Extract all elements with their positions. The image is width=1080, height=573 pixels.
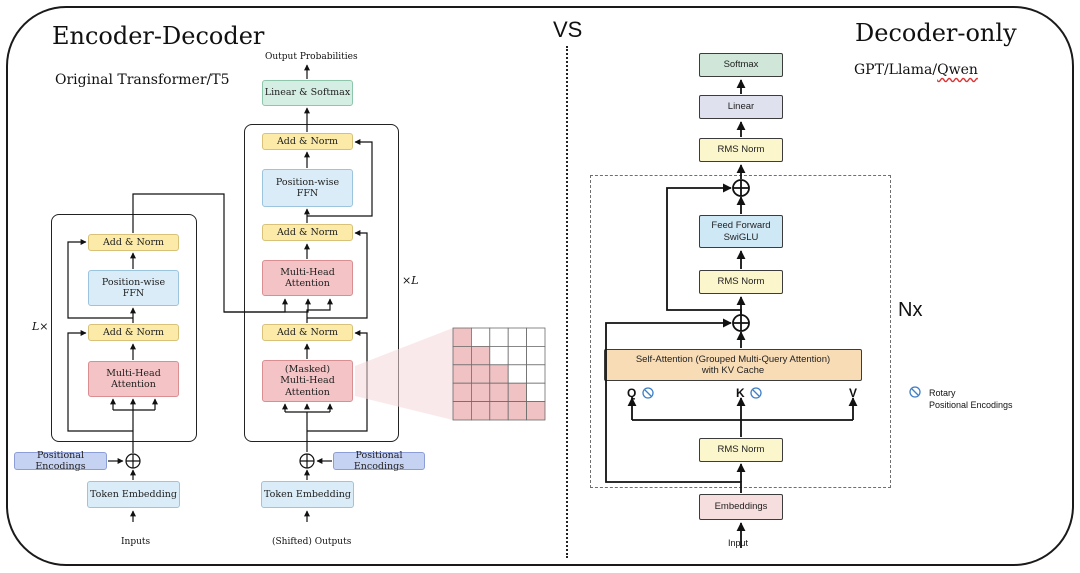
decoder-residual-2 xyxy=(307,230,368,319)
mask-cell-empty xyxy=(526,345,546,366)
right-panel-frame xyxy=(560,6,1074,566)
decoder-stack xyxy=(244,124,399,442)
left-title: Encoder-Decoder xyxy=(52,22,265,50)
self-attention-box: Self-Attention (Grouped Multi-Query Atte… xyxy=(604,349,862,381)
right-subtitle-models: GPT/Llama/ xyxy=(854,62,938,78)
mask-cell-filled xyxy=(470,364,491,384)
encoder-ffn: Position-wise FFN xyxy=(88,270,179,306)
encoder-stack xyxy=(51,214,197,442)
mask-cell-filled xyxy=(470,382,491,403)
mask-cell-empty xyxy=(489,327,509,347)
mask-cell-empty xyxy=(526,382,546,403)
mask-cell-filled xyxy=(489,382,509,403)
decoder-cross-attention: Multi-Head Attention xyxy=(262,260,353,296)
decoder-masked-attention: (Masked) Multi-Head Attention xyxy=(262,360,353,402)
decoder-outputs-label: (Shifted) Outputs xyxy=(272,537,352,547)
encoder-add-norm-top: Add & Norm xyxy=(88,234,179,251)
mask-cell-empty xyxy=(507,327,528,347)
decoder-token-embedding: Token Embedding xyxy=(261,481,354,508)
right-subtitle-qwen: Qwen xyxy=(937,62,978,78)
decoder-add-norm-1: Add & Norm xyxy=(262,133,353,150)
v-label: V xyxy=(849,386,858,400)
attn-residual-line xyxy=(605,318,742,493)
decoder-repeat-label: ×L xyxy=(402,274,419,287)
left-subtitle: Original Transformer/T5 xyxy=(55,72,230,88)
mask-cell-filled xyxy=(489,401,509,421)
decoder-qkv-split xyxy=(284,405,331,431)
right-title: Decoder-only xyxy=(855,19,1017,47)
mask-cell-filled xyxy=(452,401,472,421)
qkv-split-line xyxy=(632,419,853,437)
encoder-positional-encodings: Positional Encodings xyxy=(14,450,107,472)
encoder-residual-2 xyxy=(67,239,133,319)
ffn-residual-line xyxy=(666,183,742,316)
embeddings-box: Embeddings xyxy=(699,494,783,520)
mask-cell-empty xyxy=(526,364,546,384)
mask-cell-empty xyxy=(507,364,528,384)
encoder-add-norm-bottom: Add & Norm xyxy=(88,324,179,341)
mask-cell-filled xyxy=(452,327,472,347)
mask-cell-empty xyxy=(470,327,491,347)
output-probabilities-label: Output Probabilities xyxy=(265,52,358,62)
rotary-icon xyxy=(642,387,654,399)
mask-cell-empty xyxy=(507,345,528,366)
softmax-box: Softmax xyxy=(699,53,783,77)
right-subtitle: GPT/Llama/Qwen xyxy=(854,62,978,78)
encoder-repeat-label: L× xyxy=(32,320,49,333)
encoder-to-decoder-line xyxy=(132,193,311,313)
plus-circle-icon xyxy=(732,179,750,197)
mask-cell-filled xyxy=(507,401,528,421)
mask-spotlight xyxy=(355,328,453,420)
divider xyxy=(566,46,568,558)
input-label: Input xyxy=(728,538,749,548)
q-label: Q xyxy=(627,386,637,400)
plus-circle-icon xyxy=(299,453,315,469)
encoder-qkv-split xyxy=(112,400,156,431)
mask-cell-filled xyxy=(470,345,491,366)
encoder-token-embedding: Token Embedding xyxy=(87,481,180,508)
mask-cell-filled xyxy=(507,382,528,403)
rms-norm-ffn: RMS Norm xyxy=(699,270,783,294)
mask-cell-filled xyxy=(489,364,509,384)
mask-cell-filled xyxy=(470,401,491,421)
left-panel-frame xyxy=(6,6,576,566)
mask-cell-filled xyxy=(452,364,472,384)
decoder-add-norm-3: Add & Norm xyxy=(262,324,353,341)
decoder-add-norm-2: Add & Norm xyxy=(262,224,353,241)
mask-cell-empty xyxy=(489,345,509,366)
k-label: K xyxy=(736,386,745,400)
rotary-legend-label: Rotary Positional Encodings xyxy=(929,388,1013,411)
mask-cell-filled xyxy=(452,382,472,403)
feed-forward-swiglu: Feed Forward SwiGLU xyxy=(699,215,783,248)
encoder-residual-1 xyxy=(67,330,133,432)
decoder-query-line xyxy=(306,298,333,323)
decoder-positional-encodings: Positional Encodings xyxy=(333,450,425,472)
plus-circle-icon xyxy=(125,453,141,469)
causal-mask-grid xyxy=(452,327,546,421)
rotary-icon xyxy=(909,386,921,398)
plus-circle-icon xyxy=(732,314,750,332)
encoder-inputs-label: Inputs xyxy=(121,537,151,547)
vs-label: VS xyxy=(553,17,583,42)
rotary-icon xyxy=(750,387,762,399)
mask-cell-filled xyxy=(526,401,546,421)
linear-box: Linear xyxy=(699,95,783,119)
linear-softmax-box: Linear & Softmax xyxy=(262,80,353,106)
mask-cell-filled xyxy=(452,345,472,366)
mask-cell-empty xyxy=(526,327,546,347)
decoder-residual-3 xyxy=(307,139,373,217)
decoder-ffn: Position-wise FFN xyxy=(262,169,353,207)
rms-norm-attn: RMS Norm xyxy=(699,438,783,462)
encoder-attention: Multi-Head Attention xyxy=(88,361,179,397)
rms-norm-final: RMS Norm xyxy=(699,138,783,162)
encoder-to-decoder-branch xyxy=(224,298,288,313)
nx-repeat-label: Nx xyxy=(898,299,923,321)
